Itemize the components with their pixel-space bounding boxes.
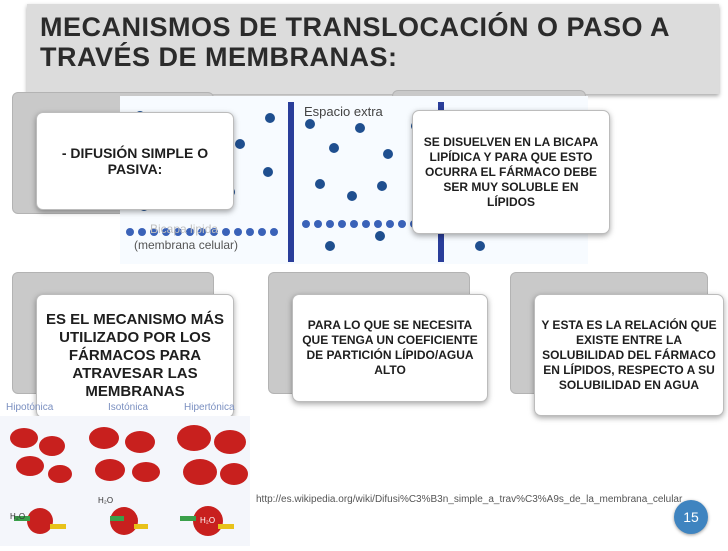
water-label-top: H₂O — [98, 496, 114, 505]
cell-label-hipertonica: Hipertónica — [184, 402, 235, 413]
card-coeficiente: PARA LO QUE SE NECESITA QUE TENGA UN COE… — [292, 294, 488, 402]
card-difusion: - DIFUSIÓN SIMPLE O PASIVA: — [36, 112, 234, 210]
page-number-badge: 15 — [674, 500, 708, 534]
cell-label-isotonica: Isotónica — [108, 402, 149, 413]
card-relacion-text: Y ESTA ES LA RELACIÓN QUE EXISTE ENTRE L… — [541, 317, 717, 392]
title-bar — [27, 4, 719, 94]
cell-label-hipotonica: Hipotónica — [6, 402, 54, 413]
membrana-label: (membrana celular) — [134, 238, 239, 252]
cell-labels-row: Hipotónica Isotónica Hipertónica — [0, 402, 250, 416]
red-cells-svg — [10, 425, 248, 536]
card-coeficiente-text: PARA LO QUE SE NECESITA QUE TENGA UN COE… — [302, 318, 478, 377]
card-disuelven-text: SE DISUELVEN EN LA BICAPA LIPÍDICA Y PAR… — [423, 134, 599, 209]
card-mecanismo-text: ES EL MECANISMO MÁS UTILIZADO POR LOS FÁ… — [45, 311, 225, 400]
red-cells-illustration: H₂O H₂O H₂O — [0, 416, 250, 546]
water-label-right: H₂O — [200, 516, 216, 525]
source-url[interactable]: http://es.wikipedia.org/wiki/Difusi%C3%B… — [256, 494, 683, 505]
espacio-label: Espacio extra — [304, 104, 383, 119]
slide-title: MECANISMOS DE TRANSLOCACIÓN O PASO A TRA… — [40, 12, 670, 72]
card-relacion: Y ESTA ES LA RELACIÓN QUE EXISTE ENTRE L… — [534, 294, 724, 416]
water-label-left: H₂O — [10, 512, 26, 521]
card-mecanismo: ES EL MECANISMO MÁS UTILIZADO POR LOS FÁ… — [36, 294, 234, 418]
card-disuelven: SE DISUELVEN EN LA BICAPA LIPÍDICA Y PAR… — [412, 110, 610, 234]
bicapa-label: Bicapa lipida — [150, 222, 219, 236]
separator-line-1 — [288, 102, 294, 262]
card-difusion-text: - DIFUSIÓN SIMPLE O PASIVA: — [61, 145, 209, 177]
